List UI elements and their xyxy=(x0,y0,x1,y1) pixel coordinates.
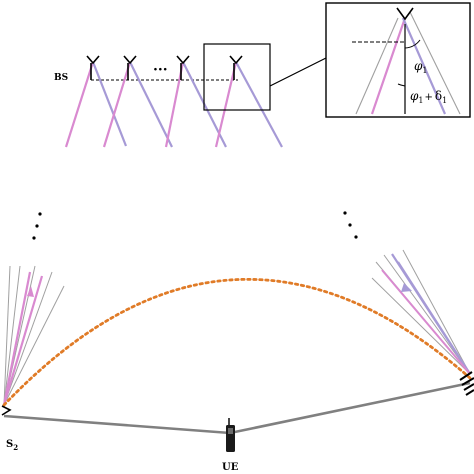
bs-array: BS ··· xyxy=(54,55,283,148)
inset-pink-beam xyxy=(370,17,407,115)
inset-outer-beam xyxy=(409,11,461,115)
reflector-right-icon xyxy=(459,371,474,396)
orange-dotted-arc xyxy=(2,277,472,407)
antenna-icon xyxy=(123,55,137,80)
inset-violet-beam xyxy=(401,17,447,115)
right-beam-fan xyxy=(371,249,471,375)
phi-subscript: 1 xyxy=(422,66,427,75)
inset-gray-beam xyxy=(355,17,399,115)
violet-beam-2 xyxy=(129,61,173,148)
left-beam-fan xyxy=(2,265,65,406)
ue-phone-icon xyxy=(226,418,235,452)
right-pink-beam xyxy=(381,269,471,375)
angle-arc-phi xyxy=(404,39,421,49)
continuation-dots-left xyxy=(32,212,42,240)
propagation-path xyxy=(3,381,471,435)
inset-frame xyxy=(325,2,471,118)
s2-label: S2 xyxy=(6,439,18,452)
bs-label: BS xyxy=(54,73,68,83)
inset-detail: φ1 φ1+δ1 xyxy=(325,2,471,118)
zoom-box xyxy=(203,43,271,111)
pink-beam-3 xyxy=(164,61,185,148)
violet-beam-1 xyxy=(91,61,128,147)
pink-beam-1 xyxy=(64,61,95,148)
reflector-s2-icon xyxy=(1,405,12,416)
ue-label: UE xyxy=(222,462,239,473)
right-beam-arrow-icon xyxy=(401,283,412,292)
antenna-icon xyxy=(176,55,190,80)
phi-delta-label: φ1+δ1 xyxy=(410,89,447,105)
pink-beam-4 xyxy=(214,61,238,148)
inset-antenna-icon xyxy=(396,7,414,21)
continuation-dots-right xyxy=(343,211,358,239)
antenna-icon xyxy=(86,55,100,80)
array-ellipsis: ··· xyxy=(153,62,168,78)
right-violet-beam xyxy=(397,261,471,375)
pink-beam-2 xyxy=(102,61,132,148)
left-pink-beam xyxy=(2,271,32,406)
left-pink-beam xyxy=(2,275,44,406)
angle-arc-phi-delta xyxy=(397,83,406,87)
violet-beam-4 xyxy=(235,61,283,148)
zoom-connector xyxy=(269,57,327,87)
phi-label: φ1 xyxy=(414,59,428,75)
antenna-icon xyxy=(229,55,243,80)
left-beam-arrow-icon xyxy=(27,286,34,297)
